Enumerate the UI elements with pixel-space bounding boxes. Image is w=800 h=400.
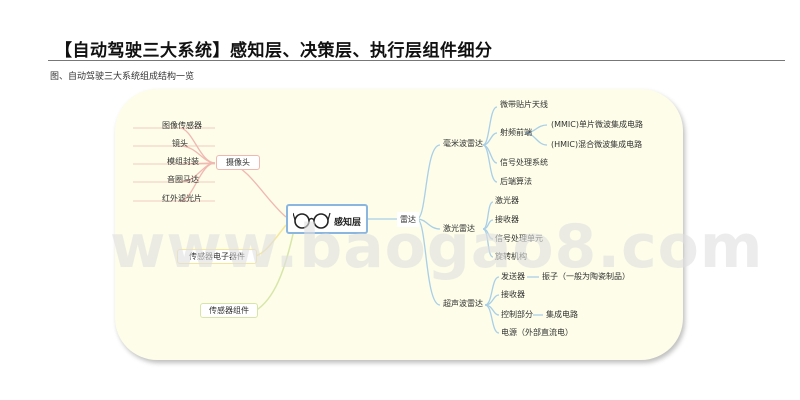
radar-node: 雷达 bbox=[397, 212, 419, 227]
ultrasonic-child-2: 接收器 bbox=[501, 290, 525, 299]
lidar-node: 激光雷达 bbox=[443, 224, 475, 233]
sensor-chip-node: 传感器电子器件 bbox=[177, 249, 257, 264]
sensor-parts-node: 传感器组件 bbox=[200, 303, 258, 318]
lidar-child-1: 激光器 bbox=[495, 196, 519, 205]
mmwave-node: 毫米波雷达 bbox=[443, 139, 483, 148]
camera-child-3: 模组封装 bbox=[167, 157, 199, 166]
page-title: 【自动驾驶三大系统】感知层、决策层、执行层组件细分 bbox=[55, 41, 493, 61]
ultrasonic-child-3: 控制部分 bbox=[501, 310, 533, 319]
title-divider bbox=[48, 60, 785, 61]
lidar-child-3: 信号处理单元 bbox=[495, 234, 543, 243]
transmitter-child: 振子（一般为陶瓷制品） bbox=[542, 272, 630, 281]
connector-lines bbox=[133, 106, 548, 334]
figure-caption: 图、自动驾驶三大系统组成结构一览 bbox=[50, 72, 195, 82]
mindmap-panel: 图像传感器 镜头 模组封装 音圈马达 红外滤光片 摄像头 传感器电子器件 传感器… bbox=[115, 89, 683, 360]
rf-child-1: (MMIC)单片微波集成电路 bbox=[551, 120, 643, 129]
lidar-child-4: 旋转机构 bbox=[495, 252, 527, 261]
mmwave-child-4: 后端算法 bbox=[500, 177, 532, 186]
ultrasonic-node: 超声波雷达 bbox=[443, 299, 483, 308]
mmwave-child-2: 射频前端 bbox=[500, 128, 532, 137]
watermark: www.baogao8.com bbox=[110, 212, 764, 282]
camera-node: 摄像头 bbox=[216, 155, 260, 170]
rf-child-2: (HMIC)混合微波集成电路 bbox=[551, 140, 643, 149]
lidar-child-2: 接收器 bbox=[495, 215, 519, 224]
camera-child-1: 图像传感器 bbox=[162, 121, 202, 130]
mmwave-child-1: 微带贴片天线 bbox=[500, 100, 548, 109]
ultrasonic-child-1: 发送器 bbox=[501, 272, 525, 281]
center-label: 感知层 bbox=[334, 218, 362, 228]
camera-child-5: 红外滤光片 bbox=[162, 194, 202, 203]
control-child: 集成电路 bbox=[546, 310, 578, 319]
camera-child-4: 音圈马达 bbox=[167, 175, 199, 184]
glasses-icon bbox=[293, 212, 331, 229]
ultrasonic-child-4: 电源（外部直流电） bbox=[501, 328, 573, 337]
center-node: 感知层 bbox=[286, 204, 368, 234]
camera-child-2: 镜头 bbox=[172, 139, 188, 148]
mmwave-child-3: 信号处理系统 bbox=[500, 158, 548, 167]
